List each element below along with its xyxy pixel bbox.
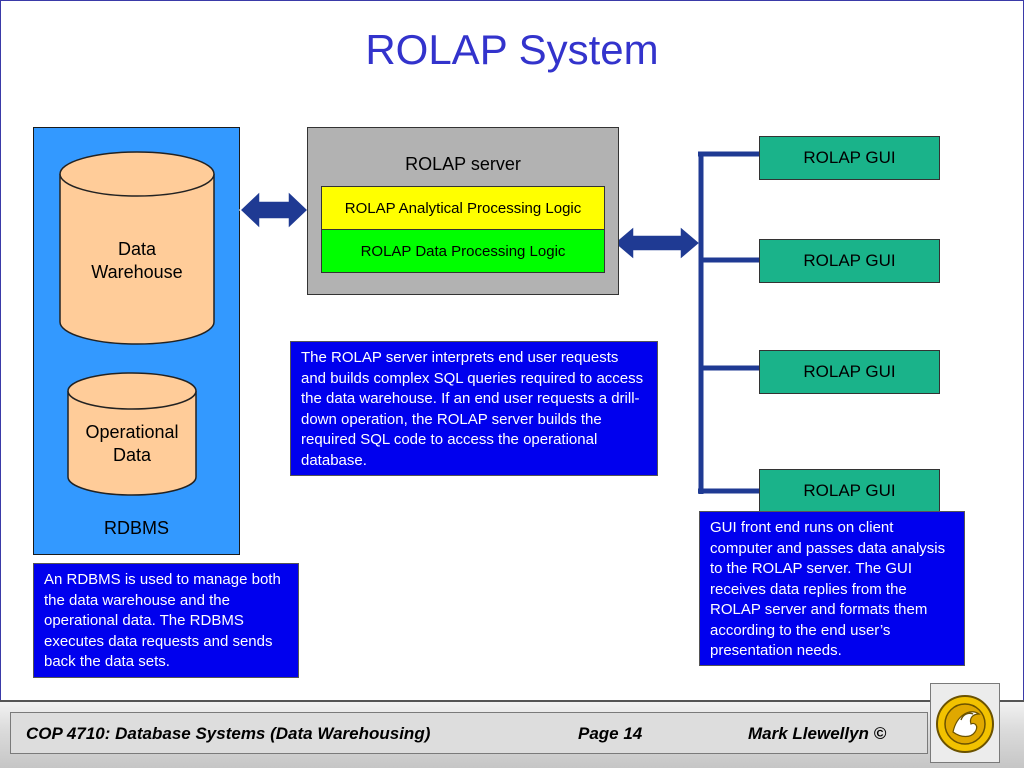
rolap-server-label: ROLAP server <box>405 154 521 174</box>
data-warehouse-label-line2: Warehouse <box>91 262 183 282</box>
rdbms-label: RDBMS <box>103 518 169 538</box>
rolap-gui-box-4: ROLAP GUI <box>759 469 940 513</box>
operational-data-cylinder <box>67 372 197 496</box>
rolap-gui-box-2: ROLAP GUI <box>759 239 940 283</box>
pegasus-logo-icon <box>936 695 994 753</box>
slide-title: ROLAP System <box>365 26 659 73</box>
rdbms-description-note: An RDBMS is used to manage both the data… <box>33 563 299 678</box>
footer-page-number: Page 14 <box>578 724 643 743</box>
data-warehouse-label-line1: Data <box>117 239 157 259</box>
gui-description-note: GUI front end runs on client computer an… <box>699 511 965 666</box>
server-description-note: The ROLAP server interprets end user req… <box>290 341 658 476</box>
footer-panel <box>10 712 928 754</box>
data-warehouse-label: Data Warehouse <box>60 238 214 284</box>
server-gui-double-arrow <box>612 224 702 262</box>
rolap-gui-box-1: ROLAP GUI <box>759 136 940 180</box>
data-warehouse-cylinder <box>59 151 215 345</box>
data-processing-logic-box: ROLAP Data Processing Logic <box>321 229 605 273</box>
rdbms-server-double-arrow <box>238 189 310 231</box>
operational-data-label-line1: Operational <box>85 422 179 442</box>
university-logo <box>930 683 1000 763</box>
footer-author: Mark Llewellyn © <box>748 724 887 743</box>
operational-data-label-line2: Data <box>112 445 152 465</box>
gui-bus-connectors <box>698 151 760 494</box>
footer-course: COP 4710: Database Systems (Data Warehou… <box>26 724 431 743</box>
analytical-processing-logic-box: ROLAP Analytical Processing Logic <box>321 186 605 230</box>
rolap-gui-box-3: ROLAP GUI <box>759 350 940 394</box>
operational-data-label: Operational Data <box>68 421 196 467</box>
